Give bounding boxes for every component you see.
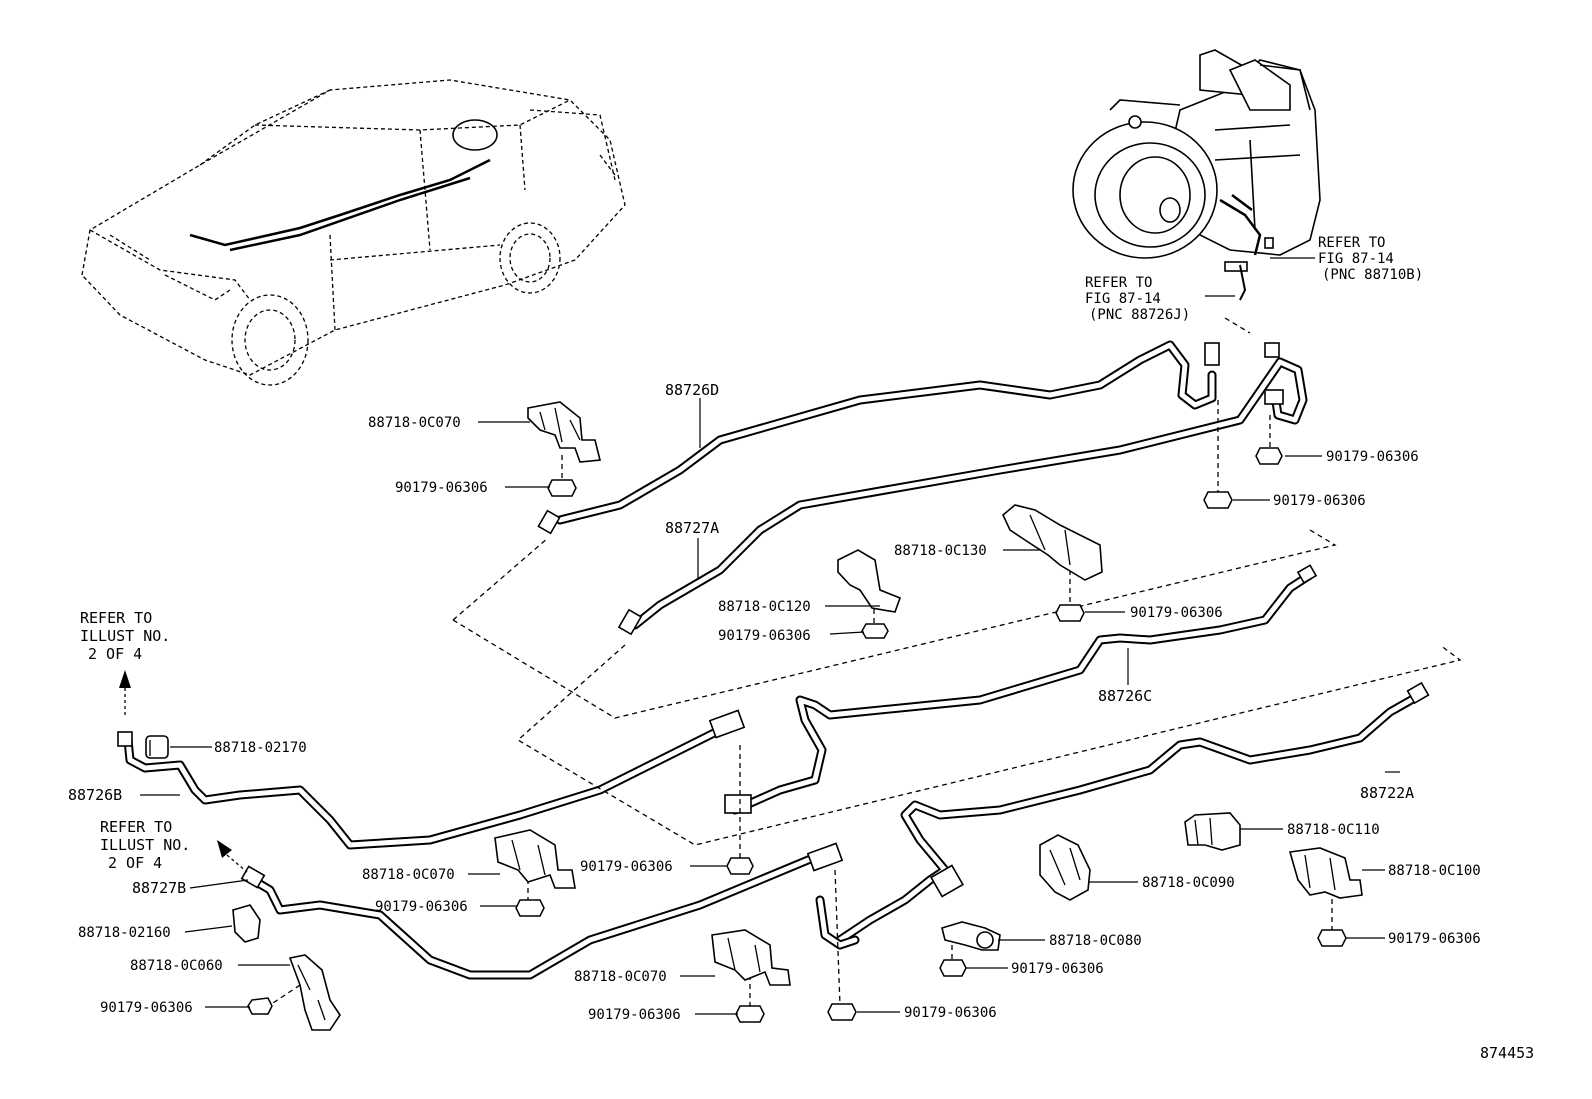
diagram-ref-number: 874453 [1480,1044,1534,1062]
refer-note-left-lower: REFER TO ILLUST NO. 2 OF 4 [100,818,190,872]
label-nut-bottom-center: 90179-06306 [904,1005,997,1021]
label-88726D: 88726D [665,381,719,399]
leader-lines [140,257,1400,1015]
label-0c130: 88718-0C130 [894,543,987,559]
label-0c110: 88718-0C110 [1287,822,1380,838]
label-88726B: 88726B [68,786,122,804]
clamp-0c100 [1288,847,1363,899]
nut-0c130 [1055,604,1085,622]
clamp-0c130 [1002,504,1103,581]
refer-line: 2 OF 4 [108,854,162,872]
refer-line: FIG 87-14 [1085,291,1161,307]
tube-88726B [123,725,725,850]
clamp-0c090 [1039,834,1091,901]
refer-line: REFER TO [1318,235,1385,251]
label-02170: 88718-02170 [214,740,307,756]
nut-bottom-left [247,997,273,1015]
nut-center [726,857,754,875]
label-nut-0c120: 90179-06306 [718,628,811,644]
label-0c090: 88718-0C090 [1142,875,1235,891]
label-0c070-top: 88718-0C070 [368,415,461,431]
label-88722A: 88722A [1360,784,1414,802]
ac-unit-assembly [1072,49,1321,301]
refer-note-upper-middle: REFER TO FIG 87-14 (PNC 88726J) [1085,275,1190,323]
refer-line: ILLUST NO. [100,836,190,854]
arrow-up-icon [119,670,131,718]
tube-88722A [835,690,1425,945]
refer-line: ILLUST NO. [80,627,170,645]
vehicle-illustration [81,79,626,386]
clamp-0c110 [1184,812,1241,851]
nut-right-bottom [1317,929,1347,947]
nut-bottom-mid [735,1005,765,1023]
nut-bottom-center [827,1003,857,1021]
tube-88726C [730,570,1315,815]
nut-top-left [547,479,577,497]
label-nut-0c130: 90179-06306 [1130,605,1223,621]
refer-note-upper-right: REFER TO FIG 87-14 (PNC 88710B) [1318,235,1423,283]
dashed-guides [269,317,1462,1010]
label-nut-bottom-mid: 90179-06306 [588,1007,681,1023]
label-02160: 88718-02160 [78,925,171,941]
label-0c120: 88718-0C120 [718,599,811,615]
refer-line: 2 OF 4 [88,645,142,663]
refer-line: (PNC 88710B) [1322,267,1423,283]
clamp-0c080 [941,921,1001,951]
label-0c080: 88718-0C080 [1049,933,1142,949]
nut-0c080 [939,959,967,977]
tube-88727A [630,357,1308,630]
label-nut-center: 90179-06306 [580,859,673,875]
refer-note-left-upper: REFER TO ILLUST NO. 2 OF 4 [80,609,170,663]
label-88726C: 88726C [1098,687,1152,705]
label-88727A: 88727A [665,519,719,537]
label-0c070-mid: 88718-0C070 [362,867,455,883]
label-nut-0c080: 90179-06306 [1011,961,1104,977]
label-0c070-bot: 88718-0C070 [574,969,667,985]
refer-line: REFER TO [100,818,172,836]
label-nut-right-bottom: 90179-06306 [1388,931,1481,947]
label-nut-top-left: 90179-06306 [395,480,488,496]
tube-88727B [245,850,860,980]
clamp-02170 [145,735,169,759]
clamp-0c070-mid [494,829,576,889]
clamp-0c120 [837,549,902,613]
refer-line: REFER TO [80,609,152,627]
tube-88726D [555,340,1217,525]
nut-mid [515,899,545,917]
refer-line: (PNC 88726J) [1089,307,1190,323]
clamp-0c070-bot [711,929,791,986]
label-0c100: 88718-0C100 [1388,863,1481,879]
refer-line: REFER TO [1085,275,1152,291]
clamp-0c060 [288,954,341,1031]
label-0c060: 88718-0C060 [130,958,223,974]
label-nut-right-1: 90179-06306 [1326,449,1419,465]
refer-line: FIG 87-14 [1318,251,1394,267]
vehicle-duct-run [189,119,498,252]
tube-fittings [117,342,1430,898]
clamp-0c070-top [527,401,602,463]
nut-right-1 [1255,447,1283,465]
nut-0c120 [861,623,889,639]
nut-right-2 [1203,491,1233,509]
clamp-02160 [232,904,261,943]
label-nut-mid: 90179-06306 [375,899,468,915]
label-88727B: 88727B [132,879,186,897]
label-nut-right-2: 90179-06306 [1273,493,1366,509]
label-nut-bottom-left: 90179-06306 [100,1000,193,1016]
arrow-upleft-icon [217,840,248,873]
